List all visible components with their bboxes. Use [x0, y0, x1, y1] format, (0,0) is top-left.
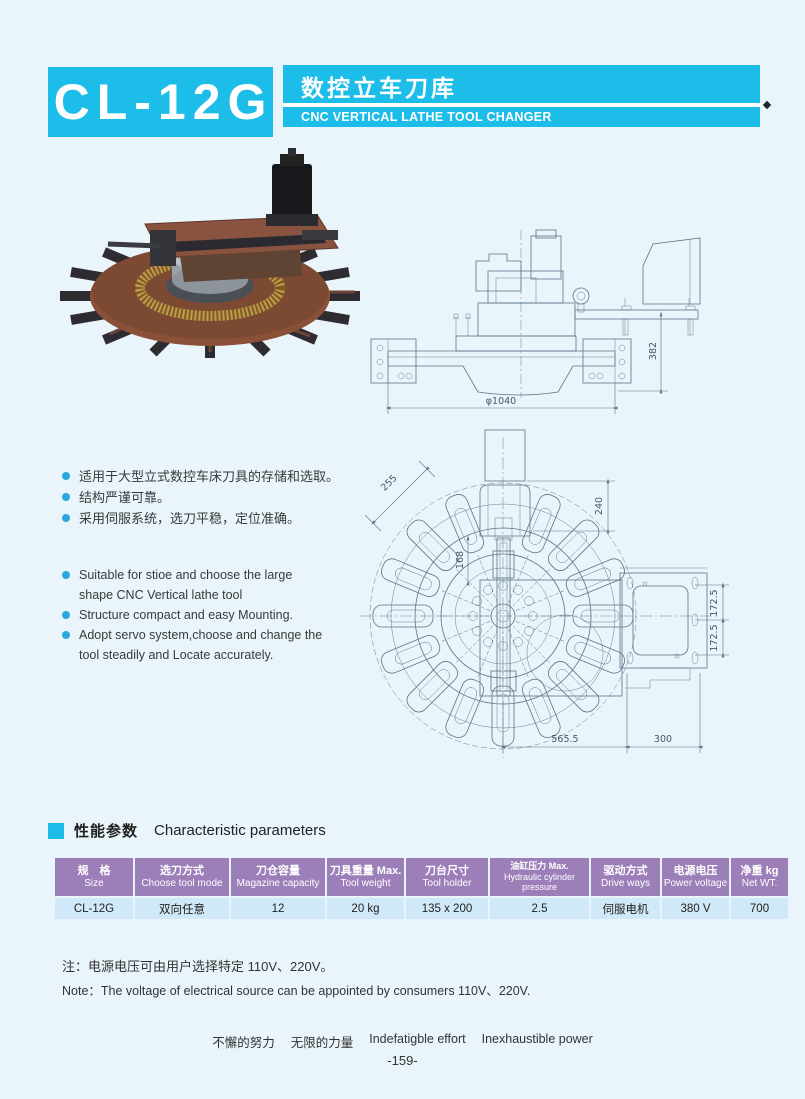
features-chinese: 适用于大型立式数控车床刀具的存储和选取。 结构严谨可靠。 采用伺服系统，选刀平稳…: [62, 466, 339, 529]
col-tool-weight: 刀具重量 Max.Tool weight: [327, 858, 404, 896]
bullet-icon: [62, 631, 70, 639]
dim-240: 240: [594, 497, 605, 515]
feature-en-3a: Adopt servo system,choose and change the: [79, 628, 323, 642]
slogan-en-1: Indefatigble effort: [369, 1032, 466, 1046]
feature-cn-3: 采用伺服系统，选刀平稳，定位准确。: [79, 511, 301, 526]
feature-en-1a: Suitable for stioe and choose the large: [79, 568, 293, 582]
dim-565-5: 565.5: [551, 734, 578, 745]
product-photo: [50, 146, 385, 388]
page-title: 数控立车刀库 CNC VERTICAL LATHE TOOL CHANGER: [283, 65, 772, 127]
dim-255: 255: [379, 473, 400, 494]
dim-172-5-lower: 172.5: [709, 624, 720, 651]
footer-slogan: 不懈的努力 无限的力量 Indefatigble effort Inexhaus…: [0, 1032, 805, 1051]
slogan-cn-2: 无限的力量: [290, 1036, 354, 1050]
cell-hydraulic-pressure: 2.5: [490, 898, 589, 919]
cell-magazine-capacity: 12: [231, 898, 325, 919]
side-view-drawing: 382 φ1040: [368, 226, 795, 433]
bullet-icon: [62, 514, 70, 522]
side-view-svg: 382 φ1040: [370, 229, 701, 414]
tool-changer-photo-illustration: [60, 148, 360, 358]
section-title-chinese: 性能参数: [74, 823, 139, 840]
features-english: Suitable for stioe and choose the large …: [62, 565, 322, 665]
dim-382: 382: [648, 342, 659, 360]
cell-tool-holder: 135 x 200: [406, 898, 488, 919]
note-chinese: 注：电源电压可由用户选择特定 110V、220V。: [62, 959, 334, 974]
plan-view-drawing: 255 240 168 172.5 172.5 565.5 300: [355, 423, 805, 775]
cell-size: CL-12G: [55, 898, 133, 919]
feature-cn-2: 结构严谨可靠。: [79, 490, 171, 505]
cell-power-voltage: 380 V: [662, 898, 729, 919]
cell-net-weight: 700: [731, 898, 788, 919]
slogan-cn-1: 不懈的努力: [212, 1036, 275, 1050]
dim-phi1040: φ1040: [486, 396, 516, 407]
feature-en-1b: shape CNC Vertical lathe tool: [79, 588, 243, 602]
cell-tool-weight: 20 kg: [327, 898, 404, 919]
title-divider: [283, 103, 766, 107]
model-badge: CL-12G: [48, 67, 273, 137]
slogan-en-2: Inexhaustible power: [481, 1032, 593, 1046]
cell-drive-ways: 伺服电机: [591, 898, 660, 919]
dim-172-5-upper: 172.5: [709, 589, 720, 616]
feature-en-2: Structure compact and easy Mounting.: [79, 608, 294, 622]
col-hydraulic-pressure: 油缸压力 Max.Hydraulic cylinder pressure: [490, 858, 589, 896]
cell-choose-tool-mode: 双向任意: [135, 898, 229, 919]
note-english: Note：The voltage of electrical source ca…: [62, 984, 531, 998]
table-data-row: CL-12G 双向任意 12 20 kg 135 x 200 2.5 伺服电机 …: [55, 898, 788, 919]
bullet-icon: [62, 571, 70, 579]
dim-300: 300: [654, 734, 672, 745]
page-number: -159-: [387, 1053, 418, 1068]
feature-cn-1: 适用于大型立式数控车床刀具的存储和选取。: [79, 469, 340, 484]
feature-en-3b: tool steadily and Locate accurately.: [79, 648, 274, 662]
parameters-section-header: 性能参数 Characteristic parameters: [48, 820, 326, 841]
bullet-icon: [62, 472, 70, 480]
section-marker-icon: [48, 822, 64, 839]
dim-168: 168: [455, 551, 466, 569]
bullet-icon: [62, 493, 70, 501]
page-title-english: CNC VERTICAL LATHE TOOL CHANGER: [301, 110, 552, 124]
divider-end-dot: [762, 100, 772, 110]
plan-view-svg: 255 240 168 172.5 172.5 565.5 300: [360, 429, 729, 758]
model-number: CL-12G: [53, 74, 274, 130]
page-title-chinese: 数控立车刀库: [301, 75, 457, 101]
section-title-english: Characteristic parameters: [154, 822, 326, 839]
bullet-icon: [62, 611, 70, 619]
